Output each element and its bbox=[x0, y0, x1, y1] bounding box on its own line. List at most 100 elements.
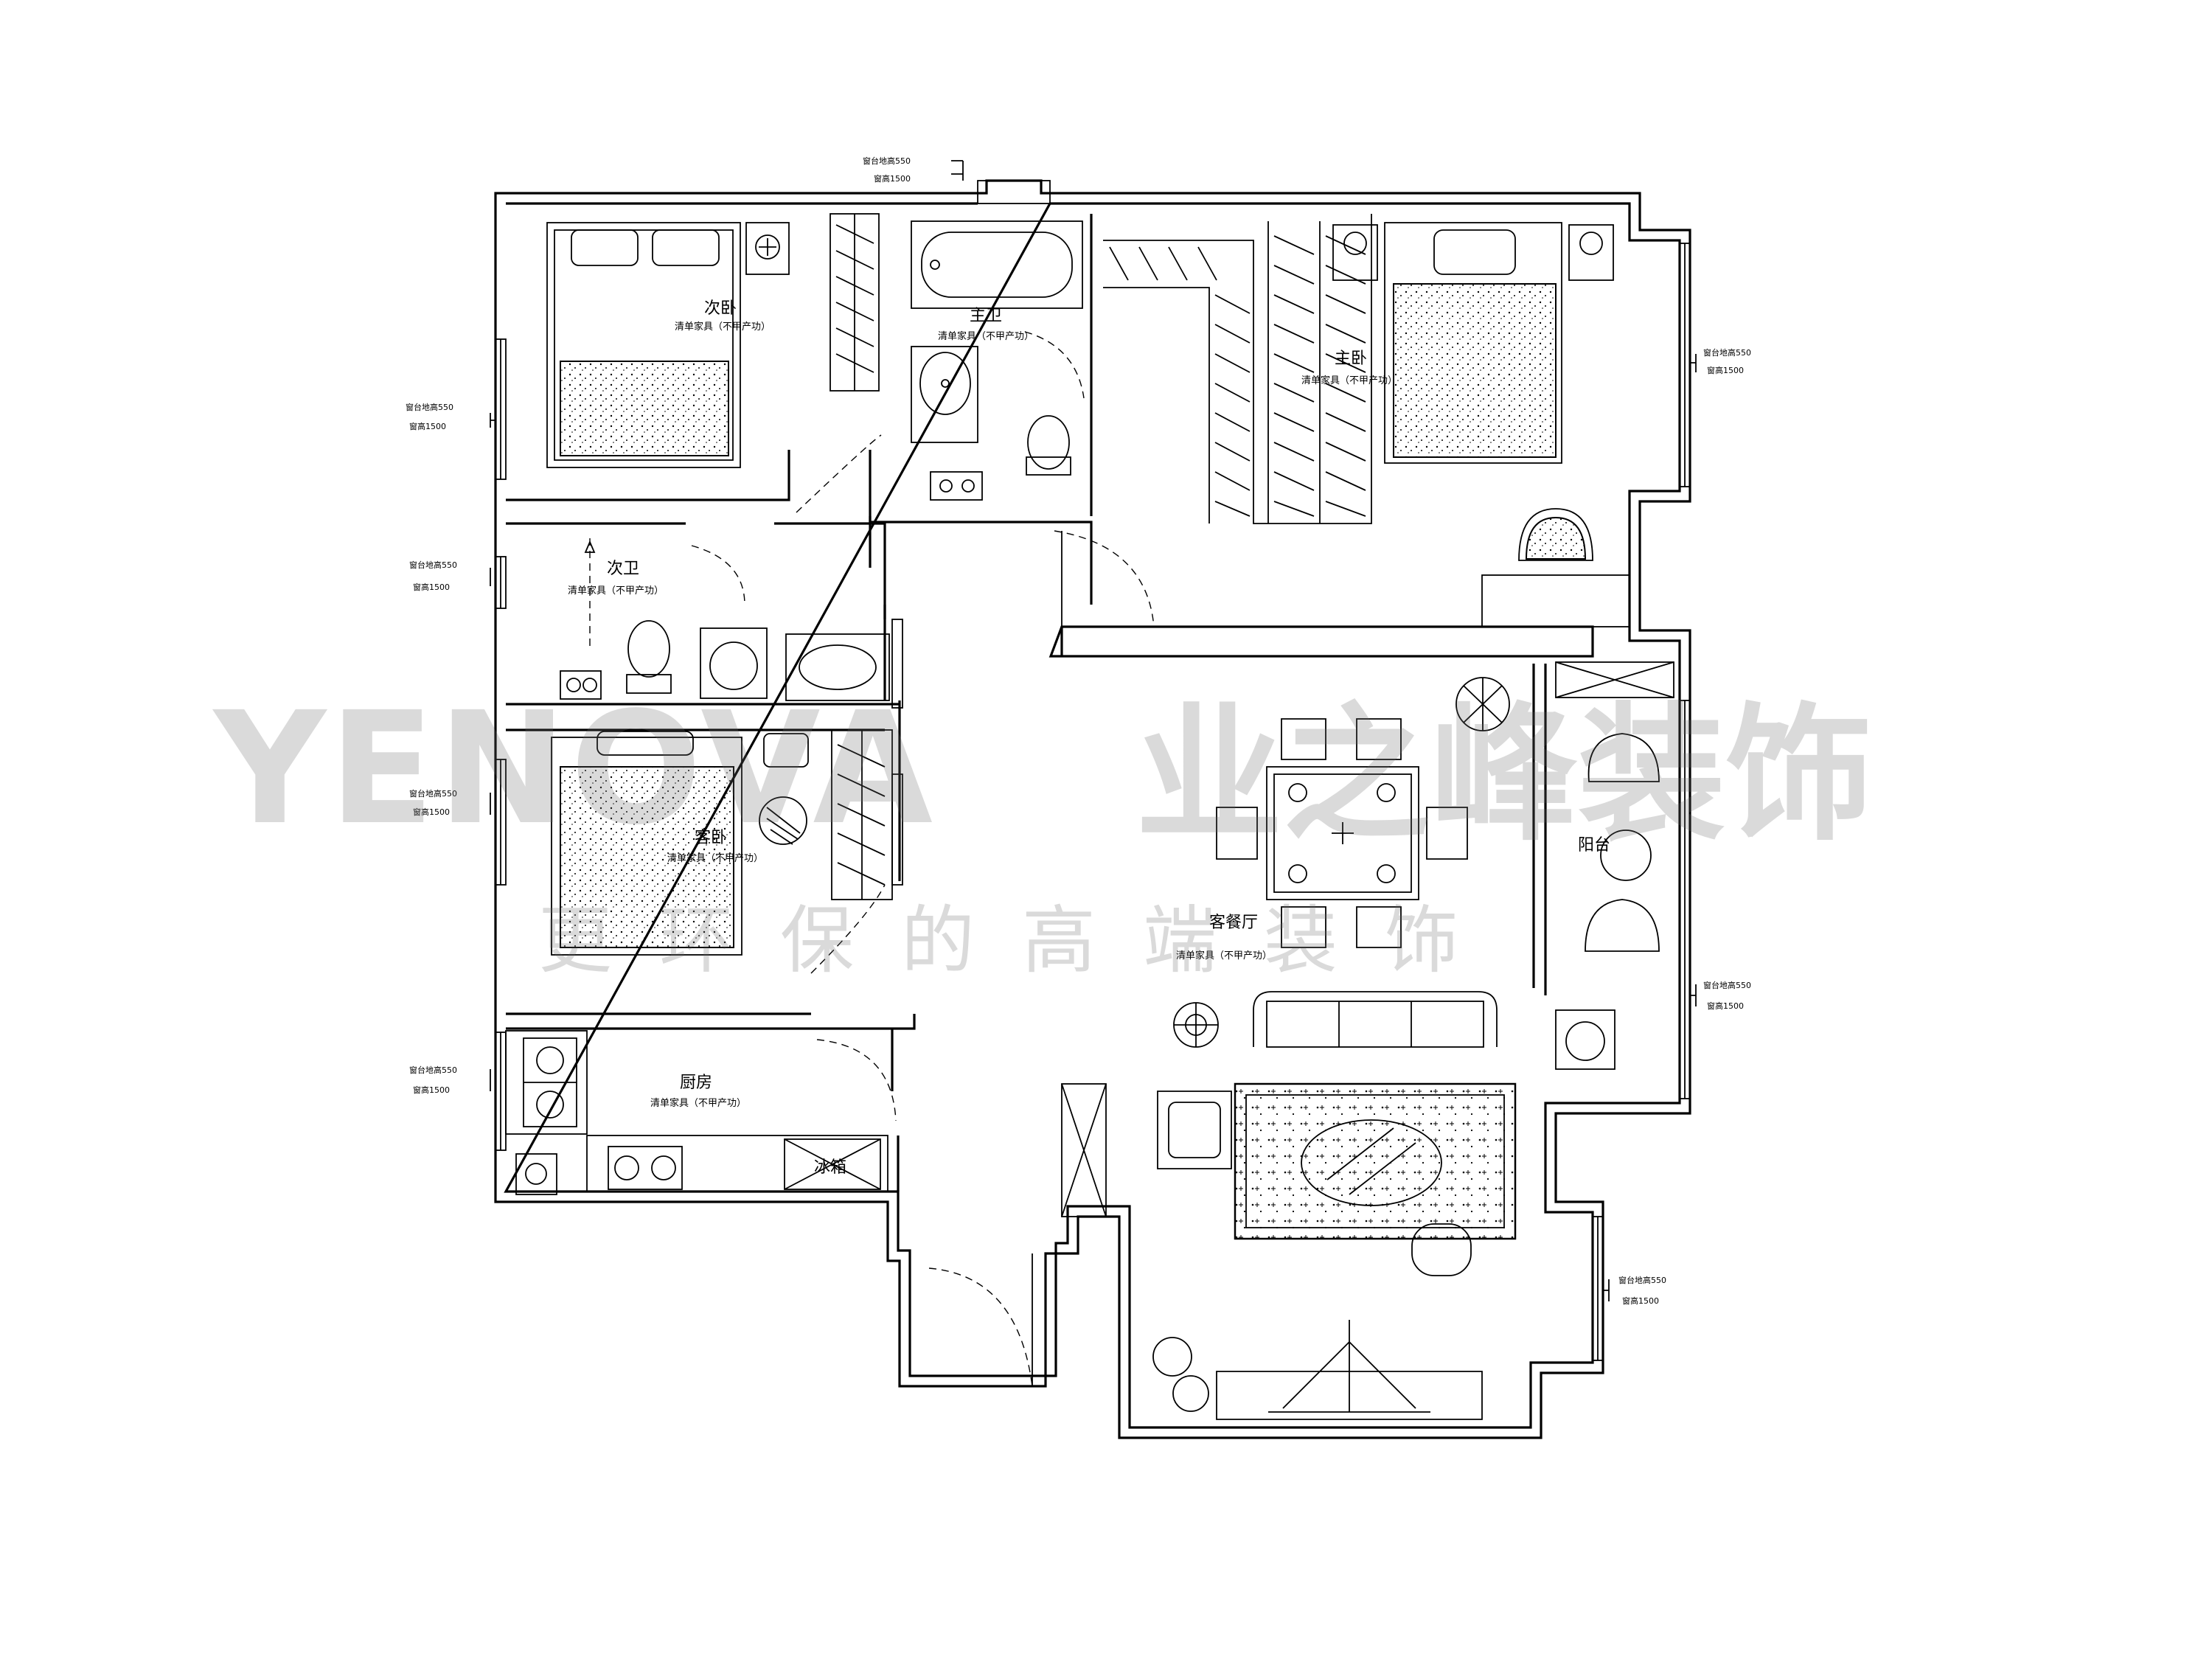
coffee-table bbox=[1301, 1119, 1442, 1206]
toilet-tank bbox=[1026, 456, 1071, 476]
plant-icon bbox=[1172, 1375, 1209, 1412]
svg-text:窗台地高550: 窗台地高550 bbox=[1703, 980, 1751, 990]
watermark-brand-cn: 业之峰装饰 bbox=[1135, 689, 1873, 861]
dining-chair bbox=[1426, 807, 1468, 860]
svg-text:窗高1500: 窗高1500 bbox=[413, 1085, 450, 1095]
master-bedroom: 主卧 清单家具（不甲产功） bbox=[1301, 222, 1630, 627]
lamp-icon bbox=[1579, 232, 1603, 255]
rug bbox=[1234, 1082, 1517, 1240]
armchair-icon bbox=[1518, 508, 1593, 561]
sink-icon bbox=[799, 644, 877, 690]
svg-text:窗台地高550: 窗台地高550 bbox=[1703, 347, 1751, 358]
fridge-label: 冰箱 bbox=[814, 1158, 846, 1177]
vanity bbox=[785, 633, 890, 701]
shoe-cabinet bbox=[1061, 1083, 1107, 1217]
svg-text:窗台地高550: 窗台地高550 bbox=[406, 402, 453, 412]
svg-text:窗台地高550: 窗台地高550 bbox=[409, 560, 457, 570]
svg-text:窗台地高550: 窗台地高550 bbox=[409, 788, 457, 799]
desk-chair bbox=[763, 733, 809, 768]
second-bedroom: 次卧 清单家具（不甲产功） bbox=[546, 213, 880, 468]
fridge bbox=[784, 1138, 881, 1190]
window-tag-left-3: 窗台地高550 窗高1500 bbox=[409, 788, 491, 817]
windows bbox=[495, 180, 1691, 1361]
svg-text:窗台地高550: 窗台地高550 bbox=[1618, 1275, 1666, 1285]
bed bbox=[546, 222, 741, 468]
svg-text:窗高1500: 窗高1500 bbox=[1707, 365, 1744, 375]
svg-text:窗高1500: 窗高1500 bbox=[1707, 1001, 1744, 1011]
window-tag-left-2: 窗台地高550 窗高1500 bbox=[409, 560, 491, 592]
room-label-guest-bedroom: 客卧 bbox=[695, 829, 727, 847]
svg-text:窗高1500: 窗高1500 bbox=[413, 582, 450, 592]
svg-text:窗高1500: 窗高1500 bbox=[413, 807, 450, 817]
dining-chair bbox=[1216, 807, 1258, 860]
walk-in-closet bbox=[1103, 214, 1372, 524]
interior-walls bbox=[506, 214, 1594, 1192]
dining-chair bbox=[1281, 906, 1326, 948]
nightstand bbox=[745, 222, 790, 275]
pillow bbox=[1433, 229, 1516, 275]
bed bbox=[551, 737, 742, 956]
window-tag-right-1: 窗台地高550 窗高1500 bbox=[1690, 347, 1751, 375]
tv-cabinet bbox=[1216, 1371, 1483, 1420]
svg-text:窗台地高550: 窗台地高550 bbox=[863, 156, 911, 166]
svg-text:窗高1500: 窗高1500 bbox=[874, 173, 911, 184]
room-label-second-bath: 次卫 bbox=[607, 560, 639, 578]
washing-machine bbox=[1555, 1009, 1615, 1070]
plant-icon bbox=[1152, 1337, 1192, 1377]
wardrobe bbox=[830, 213, 880, 392]
lamp-icon bbox=[1343, 232, 1367, 255]
dining-chair bbox=[1356, 718, 1402, 760]
room-label-kitchen: 厨房 bbox=[680, 1074, 712, 1092]
toilet-tank bbox=[626, 674, 672, 694]
second-bath: 次卫 清单家具（不甲产功） bbox=[560, 538, 903, 709]
room-label-master-bedroom: 主卧 bbox=[1335, 349, 1367, 368]
room-note-kitchen: 清单家具（不甲产功） bbox=[650, 1097, 746, 1109]
lamp-icon bbox=[755, 234, 780, 260]
door-swings bbox=[691, 331, 1155, 1387]
nightstand bbox=[1332, 224, 1378, 281]
pillow bbox=[571, 229, 639, 266]
bathtub bbox=[911, 220, 1083, 309]
window-tags: 窗台地高550 窗高1500 窗台地高550 窗高1500 窗台地高550 窗高… bbox=[406, 156, 1751, 1306]
svg-text:窗高1500: 窗高1500 bbox=[1622, 1295, 1659, 1306]
room-note-main-bath: 清单家具（不甲产功） bbox=[938, 330, 1034, 342]
pillow bbox=[597, 731, 694, 756]
stove-icon bbox=[608, 1146, 683, 1190]
room-label-main-bath: 主卫 bbox=[970, 307, 1002, 325]
armchair-icon bbox=[1157, 1091, 1232, 1169]
window-tag-left-4: 窗台地高550 窗高1500 bbox=[409, 1065, 491, 1095]
room-label-second-bedroom: 次卧 bbox=[704, 299, 737, 318]
round-table bbox=[1600, 830, 1652, 881]
window-tag-right-2: 窗台地高550 窗高1500 bbox=[1690, 980, 1751, 1011]
balcony: 阳台 bbox=[1555, 661, 1674, 1070]
washing-machine bbox=[700, 627, 768, 699]
vanity bbox=[911, 346, 978, 443]
dining-table bbox=[1266, 766, 1419, 900]
living-dining: 客餐厅 清单家具（不甲产功） bbox=[1061, 677, 1517, 1420]
svg-text:窗台地高550: 窗台地高550 bbox=[409, 1065, 457, 1075]
dining-chair bbox=[1356, 906, 1402, 948]
toilet-icon bbox=[627, 620, 670, 678]
window-tag-top: 窗台地高550 窗高1500 bbox=[863, 156, 964, 184]
bed-quilt bbox=[560, 361, 729, 456]
counter bbox=[586, 1135, 888, 1192]
room-label-living-dining: 客餐厅 bbox=[1209, 914, 1258, 932]
room-note-guest-bedroom: 清单家具（不甲产功） bbox=[667, 852, 763, 864]
armchair-icon bbox=[1587, 733, 1660, 782]
toilet-icon bbox=[1027, 415, 1070, 470]
pillow bbox=[652, 229, 720, 266]
armchair-icon bbox=[1585, 899, 1660, 952]
ottoman bbox=[1411, 1223, 1472, 1276]
guest-bedroom: 客卧 清单家具（不甲产功） bbox=[551, 729, 903, 956]
sofa bbox=[1253, 991, 1498, 1047]
kitchen: 冰箱 厨房 清单家具（不甲产功） bbox=[505, 1030, 888, 1195]
room-note-second-bedroom: 清单家具（不甲产功） bbox=[675, 321, 771, 333]
main-bath: 主卫 清单家具（不甲产功） bbox=[911, 220, 1083, 501]
svg-text:窗高1500: 窗高1500 bbox=[409, 421, 446, 431]
room-label-balcony: 阳台 bbox=[1578, 836, 1610, 855]
room-note-second-bath: 清单家具（不甲产功） bbox=[568, 585, 664, 597]
watermark-brand-latin: YENOVA bbox=[212, 678, 936, 859]
round-table bbox=[759, 796, 807, 845]
window-tag-right-3: 窗台地高550 窗高1500 bbox=[1603, 1275, 1666, 1306]
